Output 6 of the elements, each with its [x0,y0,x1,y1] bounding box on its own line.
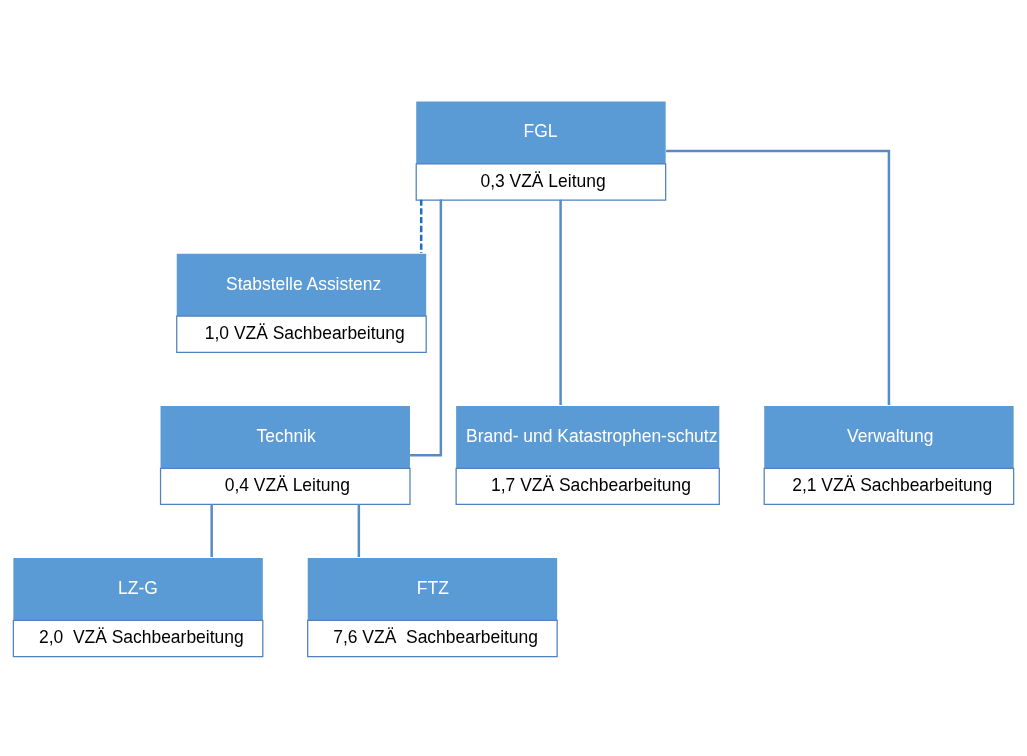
connector [666,149,891,405]
connector [419,199,423,253]
connector [357,503,361,557]
connector [210,503,213,557]
connector [559,199,562,405]
connector [410,199,443,456]
